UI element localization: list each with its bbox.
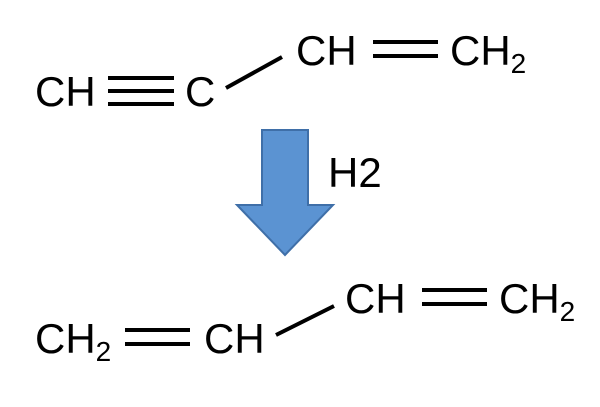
reactant-group-2-main: C <box>185 68 216 115</box>
product-group-2: CH <box>204 318 265 360</box>
reactant-group-4-main: CH <box>450 27 511 74</box>
reaction-arrow <box>234 129 336 257</box>
reactant-group-1: CH <box>35 71 96 113</box>
reactant-single-bond <box>225 55 283 90</box>
product-double-bond-right <box>422 288 487 306</box>
product-group-2-main: CH <box>204 315 265 362</box>
product-group-4-main: CH <box>499 275 560 322</box>
product-group-1: CH2 <box>35 315 111 366</box>
product-group-4-sub: 2 <box>559 296 576 327</box>
product-single-bond <box>275 304 335 337</box>
reactant-double-bond <box>373 40 438 58</box>
product-group-3-main: CH <box>345 275 406 322</box>
reactant-triple-bond <box>108 76 174 106</box>
product-group-1-sub: 2 <box>95 336 112 367</box>
reactant-group-2: C <box>185 71 215 113</box>
reactant-group-4: CH2 <box>450 27 526 78</box>
reagent-text: H2 <box>328 149 382 196</box>
reactant-group-4-sub: 2 <box>510 48 527 79</box>
reactant-group-3: CH <box>296 30 357 72</box>
product-group-4: CH2 <box>499 275 575 326</box>
reactant-group-1-main: CH <box>35 68 96 115</box>
product-group-1-main: CH <box>35 315 96 362</box>
reagent-label: H2 <box>328 152 382 194</box>
product-double-bond-left <box>125 328 190 346</box>
reactant-group-3-main: CH <box>296 27 357 74</box>
product-group-3: CH <box>345 278 406 320</box>
